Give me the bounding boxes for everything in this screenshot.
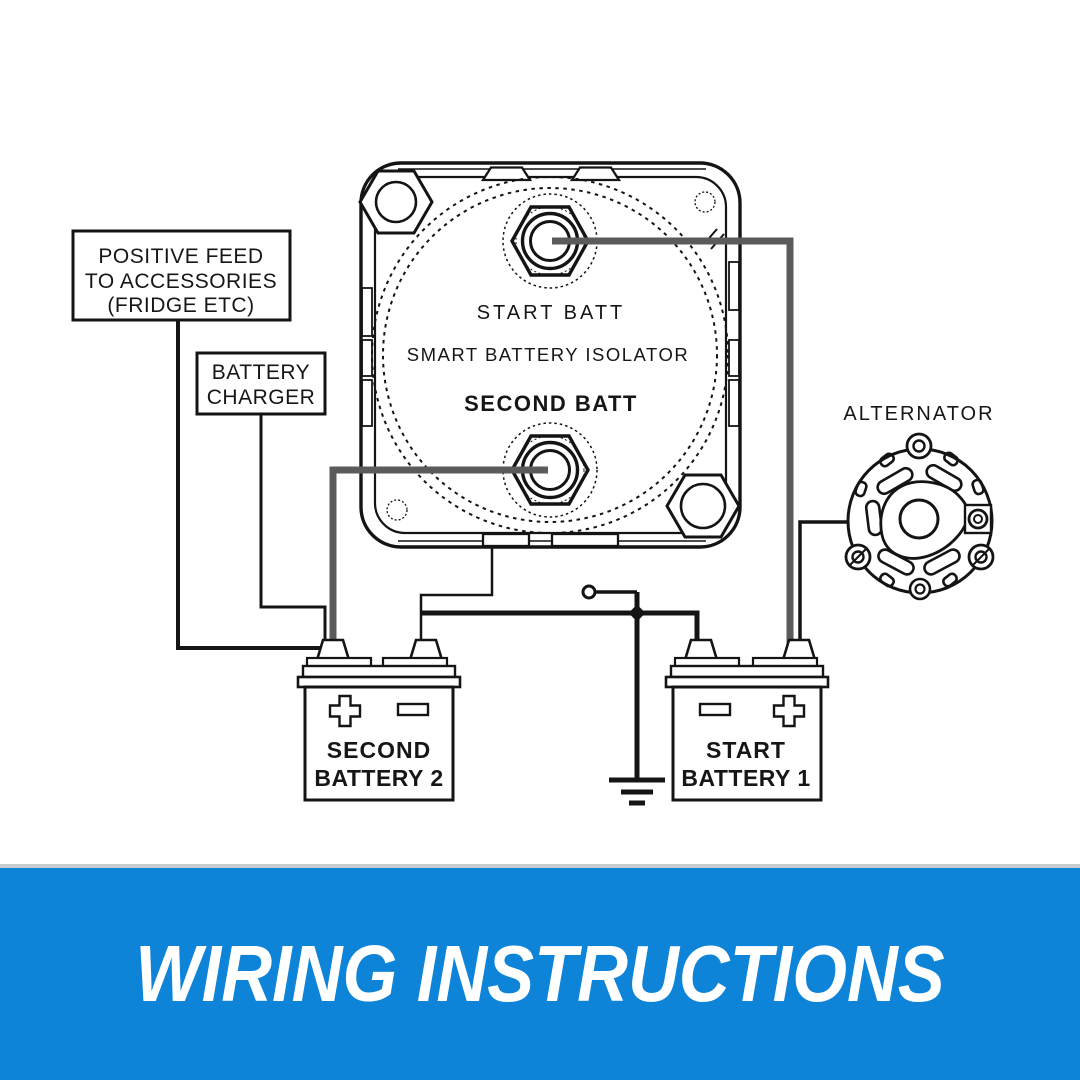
alternator-label: ALTERNATOR: [843, 403, 994, 425]
ground-symbol-icon: [609, 777, 665, 806]
battery-start-line1: START: [706, 737, 786, 763]
plus-terminal-icon: [328, 694, 362, 728]
battery-isolator: START BATT SMART BATTERY ISOLATOR SECOND…: [358, 161, 742, 549]
minus-terminal-icon: [698, 702, 732, 717]
wiring-diagram: POSITIVE FEED TO ACCESSORIES (FRIDGE ETC…: [71, 161, 995, 806]
isolator-dashed-ring-outer: [371, 176, 729, 534]
corner-hole-top-right: [694, 191, 716, 213]
start-batt-wire: [552, 237, 794, 650]
battery-lid: [301, 664, 457, 679]
isolator-label-start-batt: START BATT: [477, 302, 626, 324]
alternator-wire: [798, 520, 852, 650]
positive-feed-wire: [176, 320, 332, 650]
isolator-top-tab: [569, 166, 622, 182]
second-batt-wire: [329, 466, 548, 650]
alternator-mount-bottom: [908, 577, 932, 601]
battery-charger-box: BATTERY CHARGER: [195, 351, 327, 416]
battery-charger-wire: [259, 413, 327, 650]
isolator-bottom-tab: [550, 532, 620, 548]
isolator-label-second-batt: SECOND BATT: [464, 391, 638, 416]
mounting-hex-bottom-right: [665, 473, 741, 539]
banner-title: WIRING INSTRUCTIONS: [135, 929, 945, 1018]
battery-second-line2: BATTERY 2: [314, 765, 443, 791]
isolator-bottom-tab: [481, 532, 531, 548]
alternator-mount-bottom-right: [967, 543, 995, 571]
alternator-output-stud: [963, 503, 993, 535]
battery-second: SECOND BATTERY 2: [296, 638, 462, 802]
corner-hole-bottom-left: [386, 499, 408, 521]
battery-start: START BATTERY 1: [664, 638, 830, 802]
alternator-shaft: [898, 498, 940, 540]
negative-bus-wire: [421, 584, 700, 806]
wire-junction: [628, 604, 646, 622]
isolator-body: [359, 161, 742, 549]
terminal-start-batt: [502, 193, 598, 289]
banner-top-strip: [0, 864, 1080, 868]
isolator-inner-panel: [373, 175, 728, 535]
battery-start-line2: BATTERY 1: [681, 765, 810, 791]
positive-feed-line3: (FRIDGE ETC): [107, 294, 254, 317]
battery-charger-line2: CHARGER: [207, 386, 316, 409]
positive-feed-box: POSITIVE FEED TO ACCESSORIES (FRIDGE ETC…: [71, 229, 292, 322]
alternator-mount-bottom-left: [844, 543, 872, 571]
banner: WIRING INSTRUCTIONS: [0, 868, 1080, 1080]
minus-terminal-icon: [396, 702, 430, 717]
isolator-dashed-ring-inner: [382, 187, 718, 523]
mounting-hex-top-left: [358, 169, 434, 235]
positive-feed-line1: POSITIVE FEED: [98, 245, 263, 268]
battery-lid: [669, 664, 825, 679]
alternator-mount-top: [905, 432, 933, 460]
ground-point-terminal: [581, 584, 597, 600]
isolator-label-name: SMART BATTERY ISOLATOR: [407, 344, 689, 365]
battery-charger-line1: BATTERY: [212, 361, 310, 384]
positive-feed-line2: TO ACCESSORIES: [85, 270, 277, 293]
battery-second-line1: SECOND: [327, 737, 431, 763]
isolator-ground-wire: [419, 546, 494, 650]
alternator: ALTERNATOR: [843, 403, 995, 601]
plus-terminal-icon: [772, 694, 806, 728]
